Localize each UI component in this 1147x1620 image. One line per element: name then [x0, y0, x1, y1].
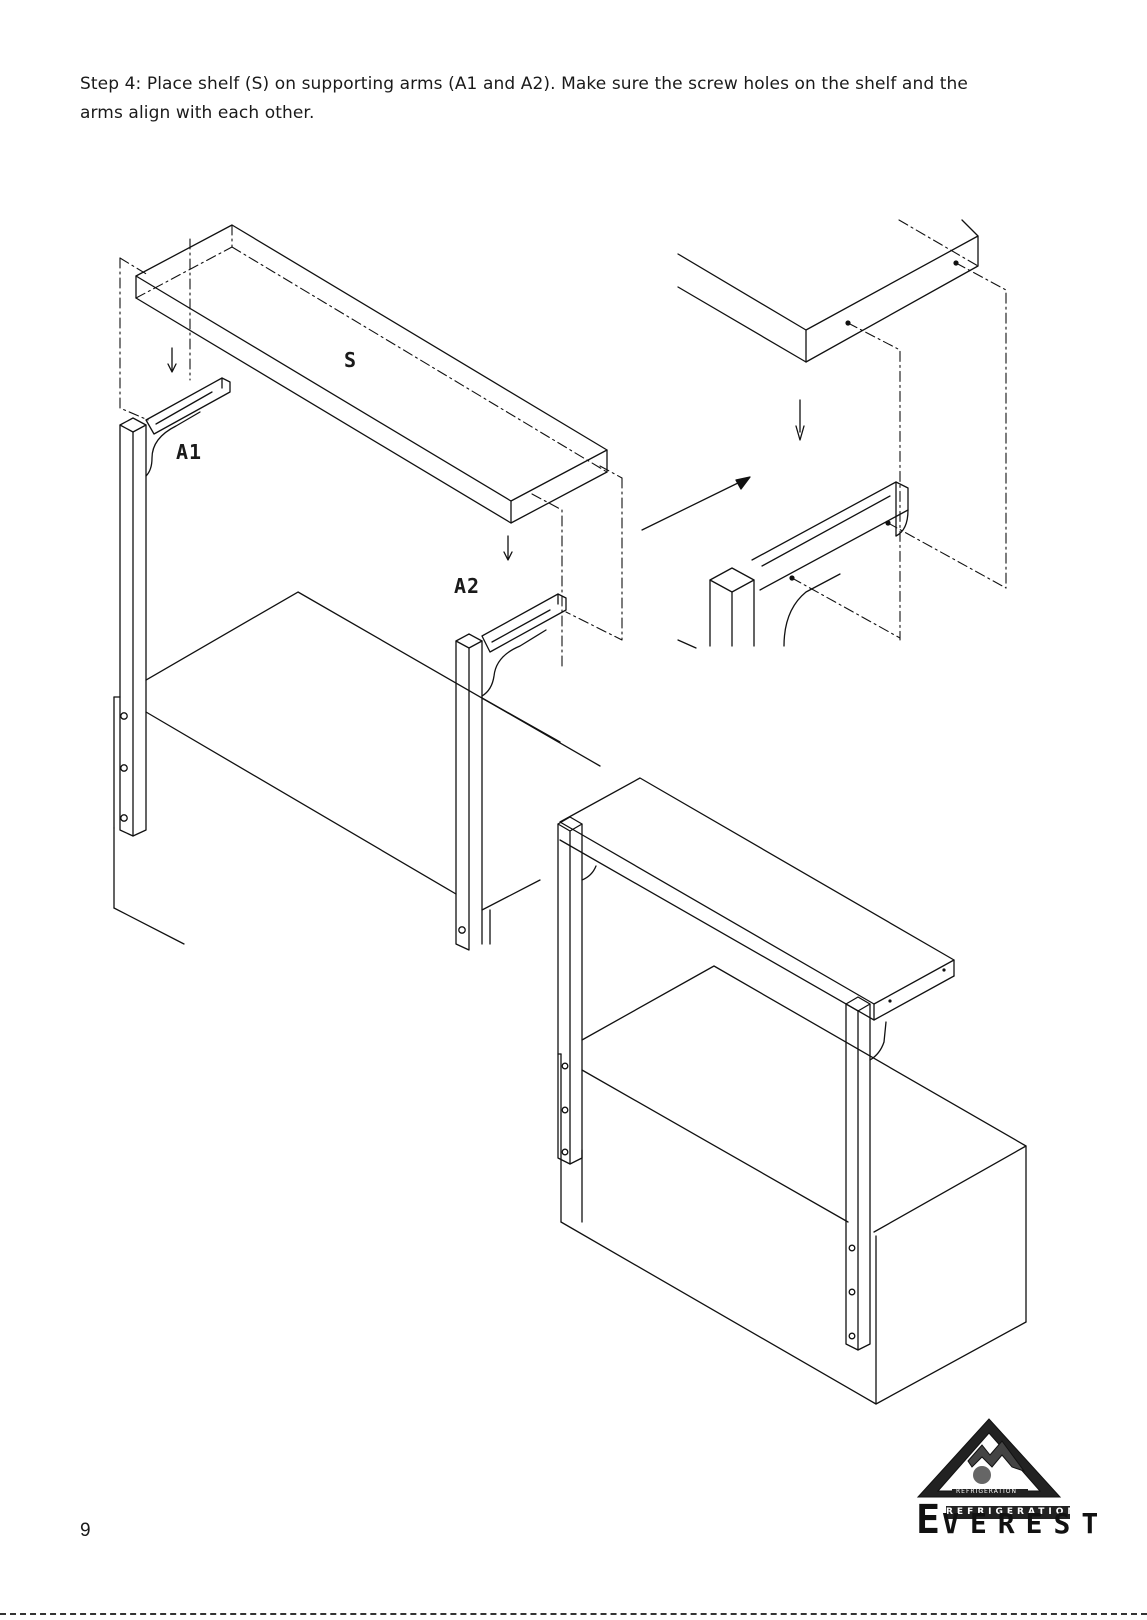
logo-wordmark: EVEREST — [916, 1502, 1072, 1542]
label-arm-a2: A2 — [454, 574, 480, 598]
logo-wordmark-rest: VEREST — [942, 1507, 1109, 1540]
logo-ring-text-bottom: REFRIGERATION — [956, 1488, 1017, 1495]
logo-wordmark-initial: E — [916, 1497, 942, 1543]
footer-rule — [0, 1613, 1147, 1615]
detail-arrow — [642, 477, 750, 530]
shelf-s-exploded — [136, 225, 607, 523]
detail-view — [678, 220, 1006, 648]
arm-a1-post — [114, 378, 230, 836]
logo-wordmark-text: EVEREST — [916, 1507, 1109, 1540]
arm-a2-post — [456, 594, 566, 950]
assembled-view — [558, 778, 1026, 1404]
page-number: 9 — [80, 1520, 91, 1542]
label-shelf-s: S — [344, 348, 357, 372]
cabinet-partial — [114, 592, 600, 944]
label-arm-a1: A1 — [176, 440, 202, 464]
